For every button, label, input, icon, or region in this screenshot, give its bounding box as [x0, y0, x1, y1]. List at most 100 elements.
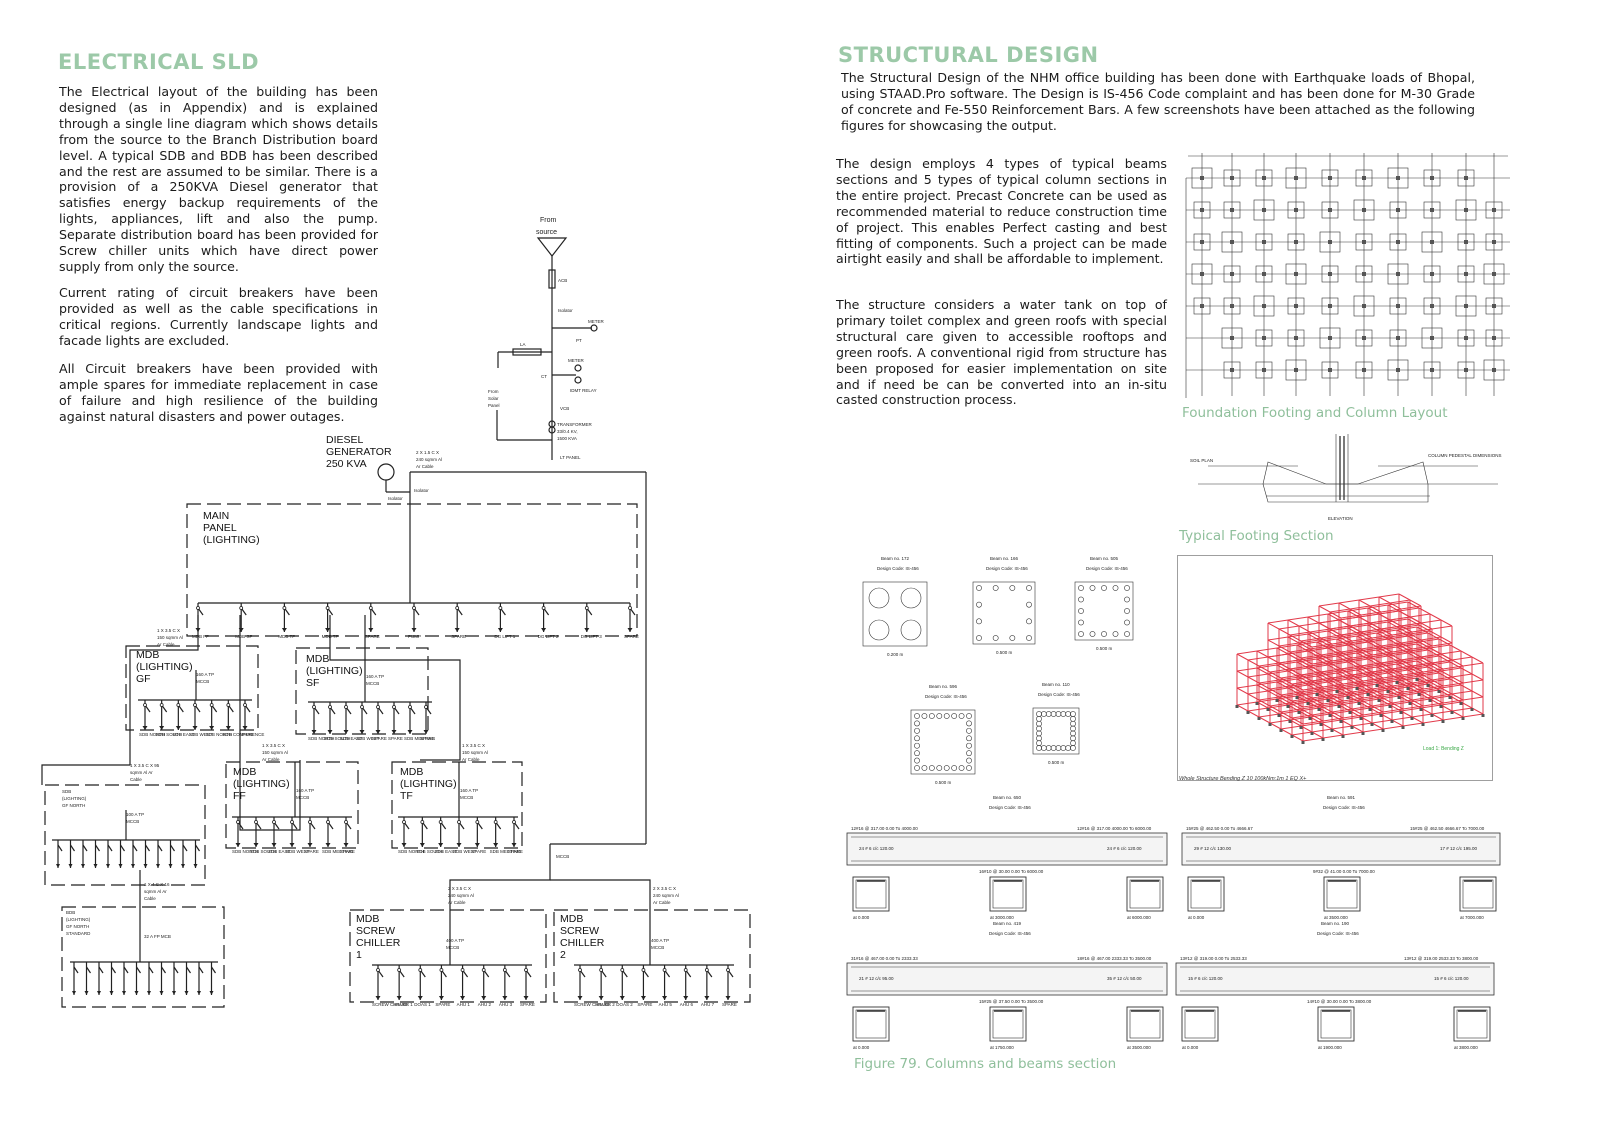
frame-beam — [1398, 692, 1420, 697]
frame-beam — [1420, 636, 1442, 641]
breaker-contact — [376, 968, 380, 972]
frame-beam — [1407, 666, 1429, 671]
rebar-circle — [1124, 619, 1130, 626]
column-beam-no: Beam no. 505 — [1090, 556, 1119, 561]
foundation-layout-drawing — [1185, 153, 1510, 398]
breaker-switch — [186, 966, 191, 974]
frame-beam — [1329, 693, 1351, 698]
frame-beam — [1351, 708, 1364, 716]
footing-square — [1321, 201, 1339, 219]
rebar-circle — [1009, 585, 1016, 591]
frame-beam — [1440, 650, 1462, 655]
frame-beam — [1351, 688, 1373, 693]
rebar-circle — [976, 585, 982, 591]
chiller2-mccb-2: MCCB — [651, 945, 664, 950]
rebar-circle — [976, 635, 982, 641]
frame-beam — [1311, 714, 1324, 722]
frame-beam — [1316, 655, 1338, 660]
column-marker — [1294, 368, 1298, 372]
rebar-circle — [966, 727, 972, 734]
bottom-rebar: 14#10 @ 30.00 0.00 To 3800.00 — [1307, 999, 1372, 1004]
column-marker — [1230, 304, 1234, 308]
frame-support — [1301, 741, 1305, 744]
footing-square — [1423, 169, 1441, 187]
rebar-circle — [966, 750, 972, 757]
footing-square — [1483, 359, 1505, 381]
frame-beam — [1380, 710, 1402, 715]
frame-support — [1419, 708, 1423, 711]
frame-beam — [1267, 639, 1280, 647]
footing-square — [1485, 233, 1503, 251]
frame-beam — [1389, 616, 1411, 621]
frame-beam — [1342, 714, 1364, 719]
outgoing-label: SPARE — [388, 736, 403, 741]
vcb-label: VCB — [560, 406, 569, 411]
frame-support — [1279, 729, 1283, 732]
column-marker — [1362, 304, 1366, 308]
frame-support — [1295, 696, 1299, 699]
tf-cable-3: Ar Cable — [462, 757, 480, 762]
frame-beam — [1400, 676, 1413, 684]
footing-square — [1223, 361, 1241, 379]
rebar-circle — [914, 727, 920, 734]
feeder-arrow — [118, 864, 123, 868]
from-source-label-2: source — [536, 229, 557, 236]
frame-beam — [1369, 670, 1391, 675]
frame-beam — [1307, 616, 1320, 624]
frame-beam — [1287, 684, 1309, 689]
rebar-circle — [1078, 585, 1084, 591]
frame-beam — [1362, 677, 1384, 682]
frame-beam — [1462, 713, 1484, 718]
frame-beam — [1287, 636, 1300, 644]
frame-beam — [1247, 673, 1269, 678]
frame-beam — [1451, 673, 1473, 678]
frame-beam — [1389, 701, 1411, 706]
frame-beam — [1409, 599, 1422, 607]
frame-beam — [1340, 719, 1353, 727]
frame-beam — [1302, 703, 1324, 708]
frame-beam — [1418, 689, 1440, 694]
top-rebar-left: 31#16 @ 467.00 0.00 To 2333.33 — [851, 956, 918, 961]
frame-beam — [1391, 699, 1413, 704]
footing-square — [1355, 329, 1373, 347]
beam-elevation — [846, 832, 1168, 866]
column-marker — [1430, 304, 1434, 308]
breaker-contact — [368, 606, 373, 610]
breaker-switch — [95, 844, 100, 852]
feeder-arrow — [511, 843, 517, 847]
column-marker — [1230, 240, 1234, 244]
outgoing-label: SDB CONFERENCE — [222, 732, 264, 737]
breaker-switch — [98, 966, 104, 974]
column-outline — [1074, 581, 1134, 641]
frame-beam — [1280, 674, 1302, 679]
frame-beam — [1289, 634, 1302, 642]
outgoing-label: DG LIFT 3 — [581, 634, 602, 639]
rebar-circle — [1026, 601, 1032, 608]
footing-square — [1191, 263, 1213, 285]
frame-support — [1359, 717, 1363, 720]
footing-square — [1193, 233, 1211, 251]
chiller1-mccb-1: 400 A TP — [446, 938, 464, 943]
frame-beam — [1440, 684, 1462, 689]
frame-beam — [1380, 662, 1393, 670]
sdb-mccb-1: 100 A TP — [126, 812, 144, 817]
frame-beam — [1267, 636, 1289, 641]
mdb-ff-label-3: FF — [233, 790, 246, 802]
footing-square — [1193, 297, 1211, 315]
frame-beam — [1289, 631, 1311, 636]
breaker-contact — [683, 968, 688, 972]
electrical-para-2: Current rating of circuit breakers have … — [59, 285, 378, 348]
breaker-contact — [641, 968, 646, 972]
feeder-arrow — [159, 991, 164, 995]
frame-beam — [1278, 642, 1300, 647]
breaker-contact — [493, 820, 498, 824]
frame-support — [1288, 720, 1292, 723]
frame-beam — [1296, 641, 1318, 646]
column-design-code: Design Code: IS-456 — [1086, 566, 1128, 571]
frame-beam — [1429, 644, 1451, 649]
frame-beam — [1278, 659, 1300, 664]
breaker-contact — [402, 820, 406, 824]
rebar-circle — [976, 601, 982, 608]
